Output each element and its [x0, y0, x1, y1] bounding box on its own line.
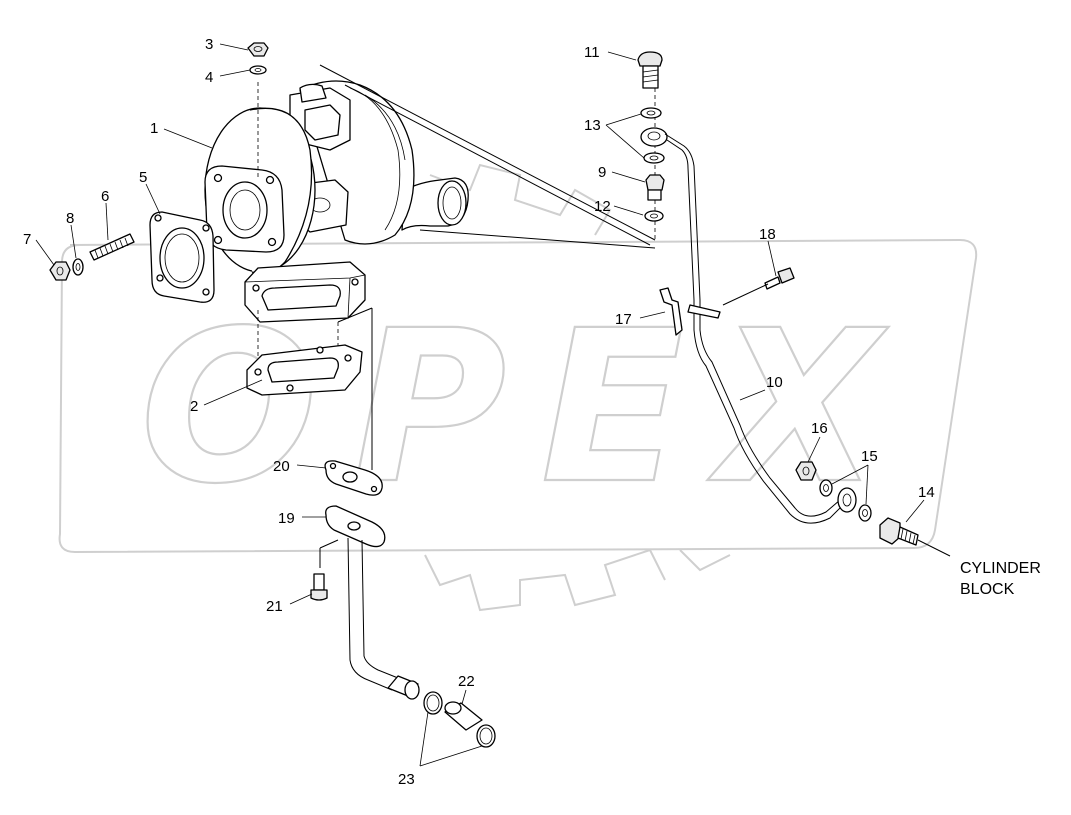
callout-labels: 1 2 3 4 5 6 7 8 9 10 11 12 13 14 15 16 1…: [23, 36, 935, 788]
hose-clamp-upper: [423, 691, 443, 715]
banjo-washers-lower: [819, 479, 872, 522]
callout-7: 7: [23, 231, 31, 248]
callout-8: 8: [66, 210, 74, 227]
exhaust-flange-gasket: [246, 344, 363, 396]
callout-23: 23: [398, 771, 415, 788]
hose-clamp-lower: [476, 724, 496, 748]
turbine-inlet-stud: [89, 233, 135, 261]
callout-3: 3: [205, 36, 213, 53]
cylinder-block-note: CYLINDER BLOCK: [960, 560, 1041, 598]
callout-15: 15: [861, 448, 878, 465]
callout-14: 14: [918, 484, 935, 501]
callout-12: 12: [594, 198, 611, 215]
cylinder-block-label-line2: BLOCK: [960, 581, 1015, 598]
callout-20: 20: [273, 458, 290, 475]
assembly-lines: [257, 64, 656, 568]
stud-nut: [49, 261, 71, 281]
oil-drain-pipe: [325, 505, 420, 700]
stud-washer: [72, 258, 84, 276]
callout-4: 4: [205, 69, 213, 86]
cylinder-block-label-line1: CYLINDER: [960, 560, 1041, 577]
callout-11: 11: [584, 44, 600, 61]
banjo-bolt: [637, 51, 663, 89]
adapter-washer: [644, 210, 664, 222]
opex-watermark-text: OPEX: [140, 285, 889, 530]
callout-2: 2: [190, 398, 198, 415]
pipe-adapter: [645, 174, 665, 201]
callout-9: 9: [598, 164, 606, 181]
drain-hose: [444, 701, 483, 731]
callout-6: 6: [101, 188, 109, 205]
turbine-inlet-gasket: [149, 211, 215, 303]
cylinder-block-fitting: [879, 517, 951, 557]
banjo-washer-lower: [643, 152, 665, 164]
callout-17: 17: [615, 311, 632, 328]
callout-21: 21: [266, 598, 283, 615]
pipe-clamp-bracket: [659, 287, 721, 336]
oil-drain-gasket: [324, 460, 383, 496]
callout-5: 5: [139, 169, 147, 186]
oil-feed-pipe: [640, 127, 857, 524]
banjo-washer-upper: [640, 107, 662, 119]
bracket-bolt: [722, 267, 795, 306]
callout-leaders: [35, 43, 925, 767]
drain-bolt: [310, 573, 328, 601]
top-nut: [247, 42, 269, 57]
turbocharger: [204, 80, 469, 323]
callout-22: 22: [458, 673, 475, 690]
callout-16: 16: [811, 420, 828, 437]
callout-1: 1: [150, 120, 158, 137]
pipe-end-nut: [795, 461, 817, 481]
callout-10: 10: [766, 374, 783, 391]
callout-19: 19: [278, 510, 295, 527]
callout-13: 13: [584, 117, 601, 134]
top-washer: [249, 65, 267, 75]
callout-18: 18: [759, 226, 776, 243]
